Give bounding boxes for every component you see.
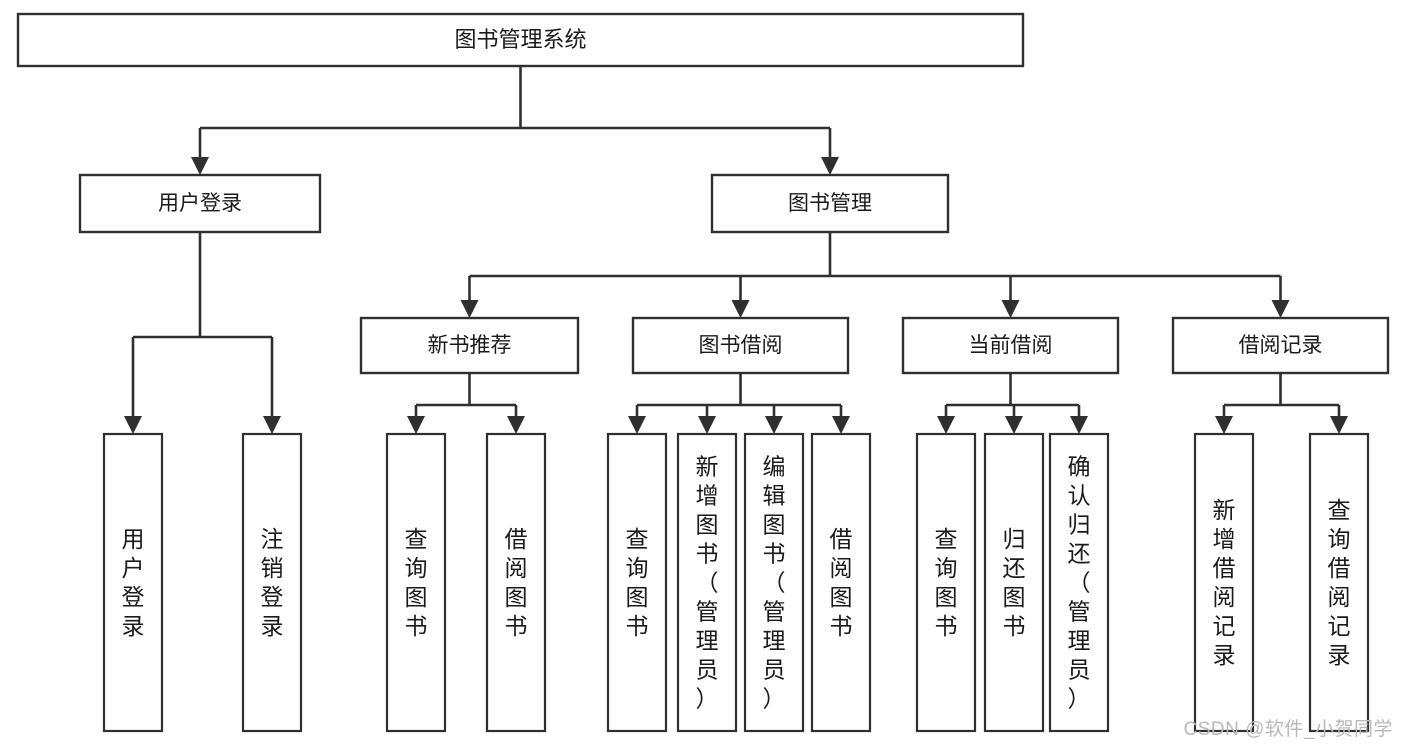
node-label-vertical: 借阅图书 <box>505 526 528 639</box>
node-box <box>102 432 164 733</box>
arrow-head-icon <box>507 416 525 434</box>
arrow-head-icon <box>765 416 783 434</box>
node-box <box>1308 432 1370 733</box>
node-label: 图书管理系统 <box>454 27 586 52</box>
node-box <box>485 432 547 733</box>
node-box <box>606 432 668 733</box>
node-label: 图书借阅 <box>699 334 783 357</box>
node-leaf-query-book-cur[interactable]: 查询图书 <box>915 432 977 733</box>
arrow-head-icon <box>191 157 209 175</box>
node-box <box>78 173 322 234</box>
node-box <box>1193 432 1255 733</box>
node-label-vertical: 查询图书 <box>935 526 958 639</box>
node-leaf-query-book-rec[interactable]: 查询图书 <box>385 432 447 733</box>
arrow-head-icon <box>832 416 850 434</box>
node-label-vertical: 新增借阅记录 <box>1213 497 1236 668</box>
node-label-vertical: 注销登录 <box>261 526 284 639</box>
arrow-head-icon <box>1215 416 1233 434</box>
node-box <box>631 316 850 375</box>
arrow-head-icon <box>698 416 716 434</box>
node-box <box>385 432 447 733</box>
arrow-head-icon <box>1330 416 1348 434</box>
node-box <box>1048 432 1110 733</box>
arrow-head-icon <box>263 416 281 434</box>
node-box <box>16 12 1025 68</box>
node-book-manage[interactable]: 图书管理 <box>710 173 950 234</box>
node-leaf-add-book[interactable]: 新增图书（管理员） <box>676 432 738 733</box>
node-label-vertical: 查询图书 <box>405 526 428 639</box>
node-leaf-user-login[interactable]: 用户登录 <box>102 432 164 733</box>
arrow-head-icon <box>731 300 750 318</box>
node-box <box>743 432 805 733</box>
arrow-head-icon <box>1001 300 1020 318</box>
node-root[interactable]: 图书管理系统 <box>16 12 1025 68</box>
node-layer: 图书管理系统用户登录图书管理新书推荐图书借阅当前借阅借阅记录用户登录注销登录查询… <box>16 12 1390 733</box>
node-box <box>915 432 977 733</box>
node-label-vertical: 编辑图书（管理员） <box>763 454 786 712</box>
arrow-head-icon <box>821 157 839 175</box>
node-leaf-query-record[interactable]: 查询借阅记录 <box>1308 432 1370 733</box>
node-leaf-edit-book[interactable]: 编辑图书（管理员） <box>743 432 805 733</box>
connector-layer <box>124 66 1348 434</box>
arrow-head-icon <box>1070 416 1088 434</box>
node-current-borrow[interactable]: 当前借阅 <box>901 316 1120 375</box>
node-new-book-rec[interactable]: 新书推荐 <box>359 316 580 375</box>
node-box <box>810 432 872 733</box>
node-box <box>241 432 303 733</box>
node-box <box>983 432 1045 733</box>
node-user-login[interactable]: 用户登录 <box>78 173 322 234</box>
node-box <box>901 316 1120 375</box>
node-leaf-borrow-book[interactable]: 借阅图书 <box>810 432 872 733</box>
node-box <box>1171 316 1390 375</box>
arrow-head-icon <box>628 416 646 434</box>
node-leaf-user-logout[interactable]: 注销登录 <box>241 432 303 733</box>
node-label: 新书推荐 <box>428 334 512 357</box>
node-borrow-record[interactable]: 借阅记录 <box>1171 316 1390 375</box>
arrow-head-icon <box>407 416 425 434</box>
node-leaf-borrow-book-rec[interactable]: 借阅图书 <box>485 432 547 733</box>
node-label-vertical: 用户登录 <box>122 526 145 639</box>
node-leaf-query-book-borrow[interactable]: 查询图书 <box>606 432 668 733</box>
arrow-head-icon <box>1271 300 1290 318</box>
node-label-vertical: 查询借阅记录 <box>1328 497 1351 668</box>
node-leaf-return-book[interactable]: 归还图书 <box>983 432 1045 733</box>
node-leaf-add-record[interactable]: 新增借阅记录 <box>1193 432 1255 733</box>
node-label-vertical: 借阅图书 <box>830 526 853 639</box>
arrow-head-icon <box>460 300 479 318</box>
node-leaf-confirm-return[interactable]: 确认归还（管理员） <box>1048 432 1110 733</box>
arrow-head-icon <box>124 416 142 434</box>
arrow-head-icon <box>937 416 955 434</box>
arrow-head-icon <box>1005 416 1023 434</box>
node-label: 图书管理 <box>788 192 872 215</box>
watermark-text: CSDN @软件_小贺同学 <box>1183 719 1393 740</box>
node-box <box>710 173 950 234</box>
node-label: 借阅记录 <box>1239 334 1323 357</box>
node-box <box>676 432 738 733</box>
node-label-vertical: 确认归还（管理员） <box>1068 454 1091 712</box>
node-label-vertical: 新增图书（管理员） <box>696 454 719 712</box>
node-book-borrow[interactable]: 图书借阅 <box>631 316 850 375</box>
node-label: 用户登录 <box>158 192 242 215</box>
node-label: 当前借阅 <box>969 334 1053 357</box>
node-label-vertical: 查询图书 <box>626 526 649 639</box>
node-label-vertical: 归还图书 <box>1003 526 1026 639</box>
node-box <box>359 316 580 375</box>
